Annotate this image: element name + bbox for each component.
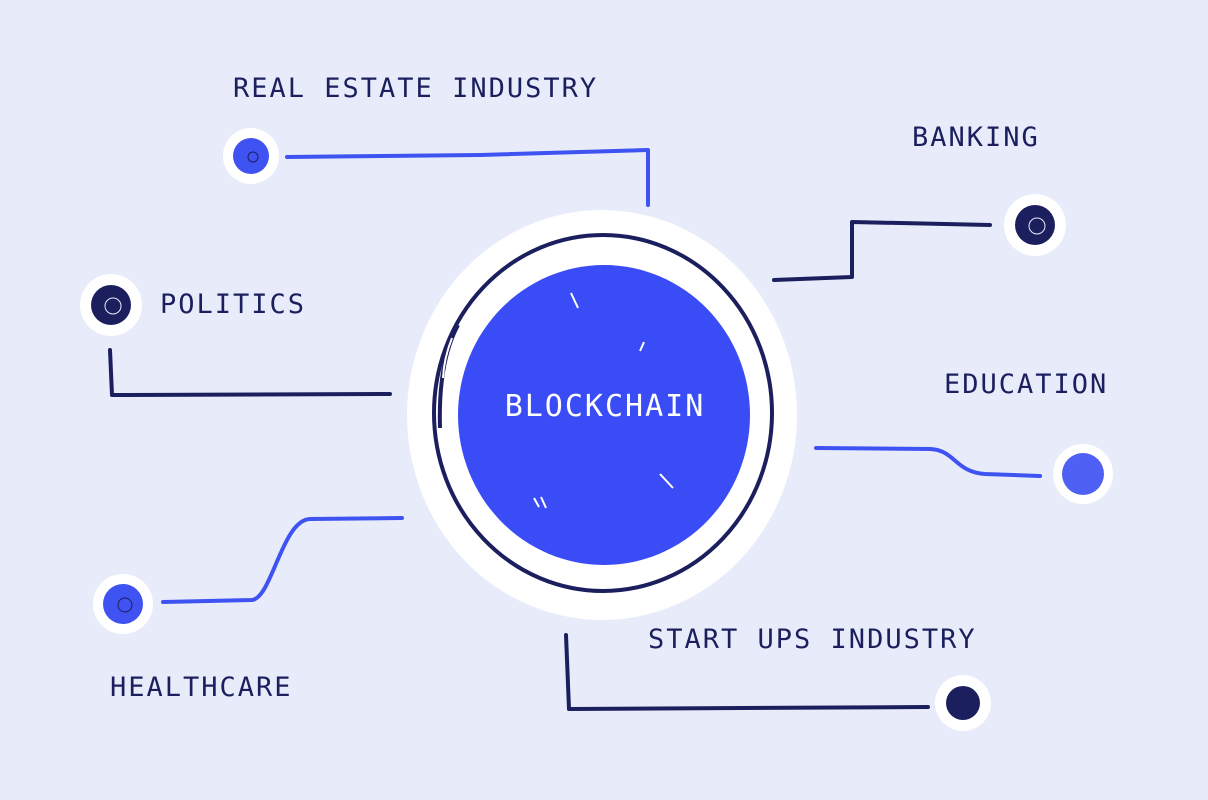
hub-sparkle [639, 341, 645, 352]
hub-core [458, 265, 750, 565]
node-healthcare-dot [93, 574, 153, 634]
hub-outer-ring [432, 233, 774, 593]
blockchain-hub [407, 210, 797, 620]
connector-startups [564, 633, 930, 711]
label-politics: POLITICS [160, 289, 307, 320]
node-politics-dot [80, 274, 142, 336]
hub-sparkle [570, 292, 579, 309]
label-banking: BANKING [912, 122, 1040, 153]
hub-sparkle [659, 473, 674, 489]
label-real-estate: REAL ESTATE INDUSTRY [233, 73, 599, 104]
label-education: EDUCATION [944, 369, 1109, 400]
blockchain-label: BLOCKCHAIN [504, 389, 706, 424]
connector-education [814, 446, 1042, 478]
node-banking-dot [1004, 194, 1066, 256]
connector-healthcare [161, 516, 404, 604]
connector-real-estate [285, 148, 650, 207]
label-healthcare: HEALTHCARE [110, 672, 293, 703]
node-real-estate-dot [223, 128, 279, 184]
connector-banking [772, 220, 992, 282]
node-education-dot [1053, 444, 1113, 504]
label-startups: START UPS INDUSTRY [648, 624, 977, 655]
hub-ring-highlight [442, 337, 453, 379]
node-startups-dot [935, 675, 991, 731]
hub-sparkle [533, 496, 547, 509]
connector-politics [108, 348, 392, 397]
